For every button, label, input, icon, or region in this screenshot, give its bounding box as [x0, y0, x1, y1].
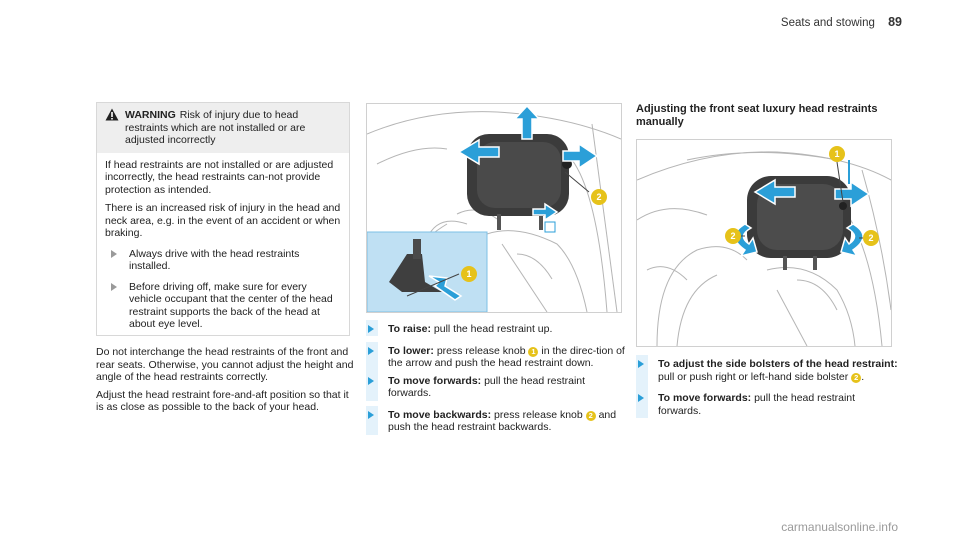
warning-paragraph: There is an increased risk of injury in … [105, 202, 341, 239]
step-adjust-side-bolsters: To adjust the side bolsters of the head … [636, 355, 898, 397]
step-move-backwards: To move backwards: press release knob 2 … [366, 405, 628, 435]
step-arrow-icon [368, 410, 374, 419]
step-arrow-icon [368, 376, 374, 385]
body-paragraph: Do not interchange the head restraints o… [96, 346, 354, 383]
step-text: pull the head restraint up. [433, 323, 553, 335]
step-label: To move forwards: [388, 374, 482, 387]
step-text: in the direc-tion of the arrow and push … [388, 344, 625, 370]
page-header: Seats and stowing 89 [781, 15, 902, 29]
step-arrow-icon [638, 394, 644, 402]
warning-triangle-icon [105, 108, 119, 121]
step-move-forwards: To move forwards: pull the head restrain… [366, 371, 628, 401]
warning-bullet-text: Before driving off, make sure for every … [129, 280, 333, 331]
luxury-head-restraint-illustration: 1 2 2 [636, 139, 892, 347]
step-text: pull or push right or left-hand side bol… [658, 370, 849, 383]
warning-bullet: Always drive with the head restraints in… [105, 248, 341, 273]
callout-2: 2 [591, 189, 607, 205]
callout-1: 1 [528, 346, 539, 357]
step-label: To lower: [388, 344, 434, 357]
warning-paragraph: If head restraints are not installed or … [105, 158, 334, 196]
callout-1: 1 [829, 146, 845, 162]
step-text: press release knob [494, 408, 583, 421]
bullet-arrow-icon [111, 282, 117, 291]
step-arrow-icon [368, 325, 374, 333]
warning-label: WARNING [125, 109, 176, 121]
warning-body: If head restraints are not installed or … [97, 153, 349, 337]
intro-text: Do not interchange the head restraints o… [96, 346, 356, 419]
section-title: Seats and stowing [780, 17, 875, 29]
step-move-forwards: To move forwards: pull the head restrain… [636, 389, 898, 418]
step-arrow-icon [368, 346, 374, 355]
step-lower: To lower: press release knob 1 in the di… [366, 341, 628, 384]
callout-2-right: 2 [863, 230, 879, 246]
step-label: To move forwards: [658, 392, 752, 404]
warning-bullet-text: Always drive with the head restraints in… [129, 247, 300, 273]
step-text: pull the head restraint forwards. [388, 374, 586, 400]
bullet-arrow-icon [111, 249, 117, 258]
step-raise: To raise: pull the head restraint up. [366, 320, 628, 336]
page-number: 89 [888, 15, 902, 29]
step-label: To adjust the side bolsters of the head … [658, 358, 898, 370]
section-heading: Adjusting the front seat luxury head res… [636, 103, 878, 128]
watermark-text: carmanualsonline.info [781, 520, 898, 534]
warning-bullet: Before driving off, make sure for every … [105, 281, 341, 331]
step-label: To raise: [388, 323, 431, 335]
head-restraint-drawing [367, 104, 621, 312]
luxury-head-restraint-drawing [637, 151, 891, 346]
callout-1: 1 [461, 266, 477, 282]
step-arrow-icon [638, 360, 644, 368]
step-label: To move backwards: [388, 408, 492, 421]
adjustment-steps: To raise: pull the head restraint up. To… [366, 320, 628, 435]
step-text: press release knob [436, 344, 526, 357]
warning-headline: Risk of injury due to head restraints wh… [125, 109, 306, 146]
step-text: . [861, 370, 865, 383]
head-restraint-illustration: 2 1 [366, 103, 622, 313]
callout-2: 2 [851, 372, 862, 383]
bolster-steps: To adjust the side bolsters of the head … [636, 355, 898, 418]
step-text: and push the head restraint backwards. [388, 408, 617, 434]
step-text: pull the head restraint forwards. [658, 392, 856, 417]
body-paragraph: Adjust the head restraint fore-and-aft p… [96, 388, 349, 414]
callout-2-left: 2 [725, 228, 741, 244]
callout-2: 2 [585, 410, 596, 421]
footer: carmanualsonline.info [0, 520, 960, 534]
